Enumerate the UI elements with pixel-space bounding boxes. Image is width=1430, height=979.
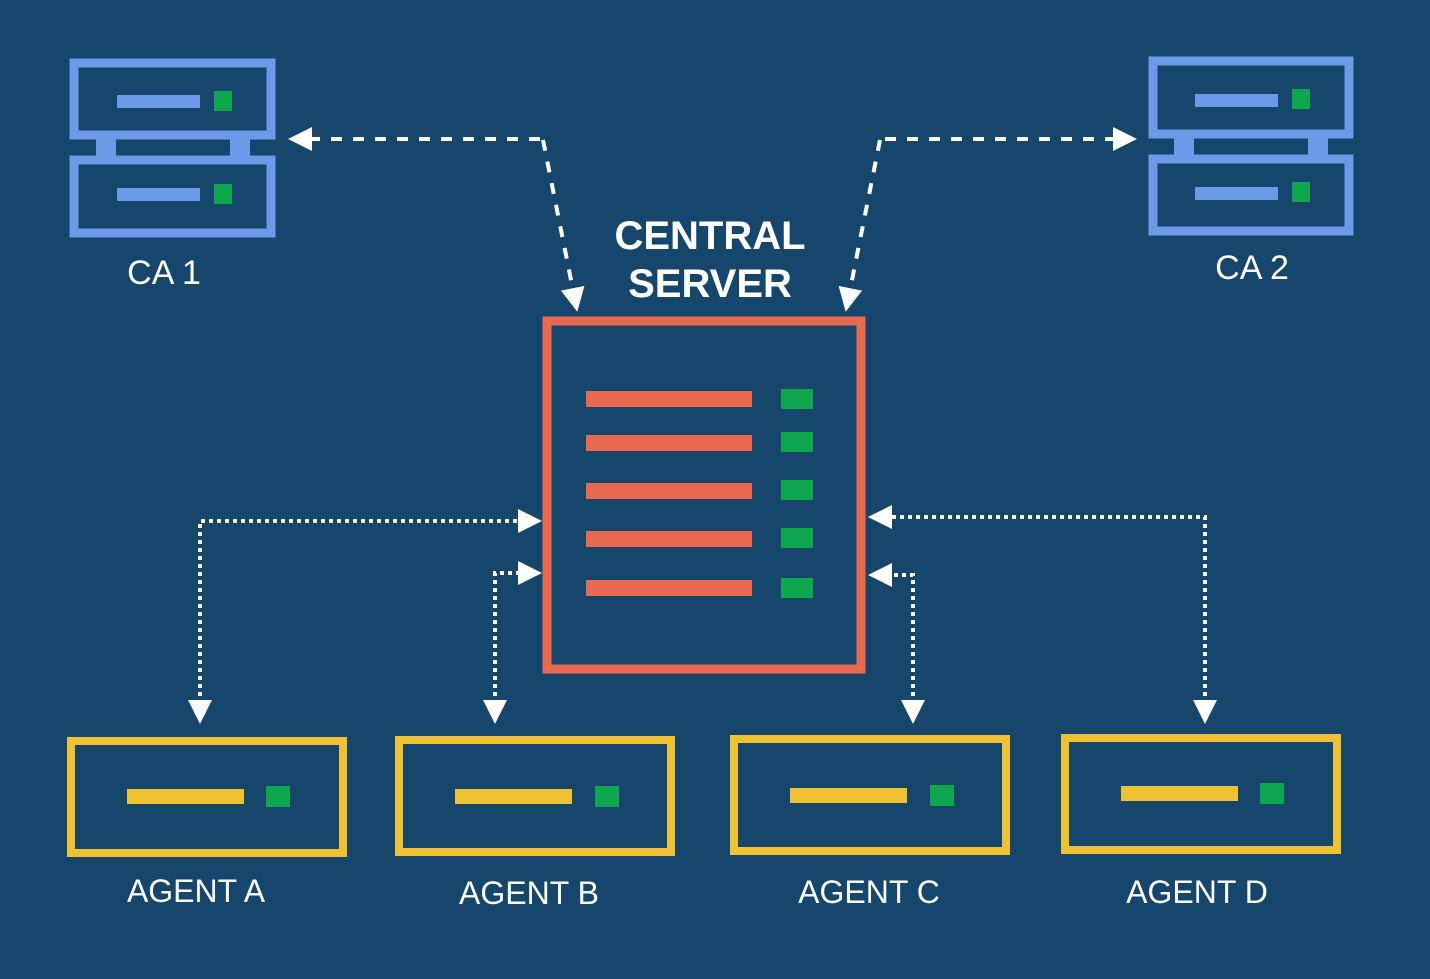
agent-connectors xyxy=(188,505,1217,724)
connector-ca1-server-down xyxy=(541,139,585,312)
agent-b-server-icon xyxy=(395,736,675,856)
connector-ca2-server-down xyxy=(838,139,882,312)
agent-c-label: AGENT C xyxy=(798,874,940,910)
ca1-label: CA 1 xyxy=(127,254,201,292)
agent-c-server-icon xyxy=(730,735,1010,855)
agent-a-label: AGENT A xyxy=(127,873,266,909)
agent-a-server-icon xyxy=(67,737,347,857)
connector-agent-b xyxy=(483,561,542,724)
central-server-title-line2: SERVER xyxy=(628,262,792,306)
central-server-title-line1: CENTRAL xyxy=(614,214,805,258)
connector-agent-c xyxy=(868,563,925,724)
central-server-icon xyxy=(542,316,866,674)
ca2-label: CA 2 xyxy=(1215,249,1289,287)
connector-agent-d xyxy=(868,505,1217,724)
agent-d-server-icon xyxy=(1061,734,1341,854)
connector-agent-a xyxy=(188,509,542,724)
agent-b-label: AGENT B xyxy=(459,875,599,911)
ca2-server-icon xyxy=(1148,56,1354,236)
ca1-server-icon xyxy=(69,58,276,238)
agent-d-label: AGENT D xyxy=(1126,874,1268,910)
ca-connectors xyxy=(288,127,1137,312)
